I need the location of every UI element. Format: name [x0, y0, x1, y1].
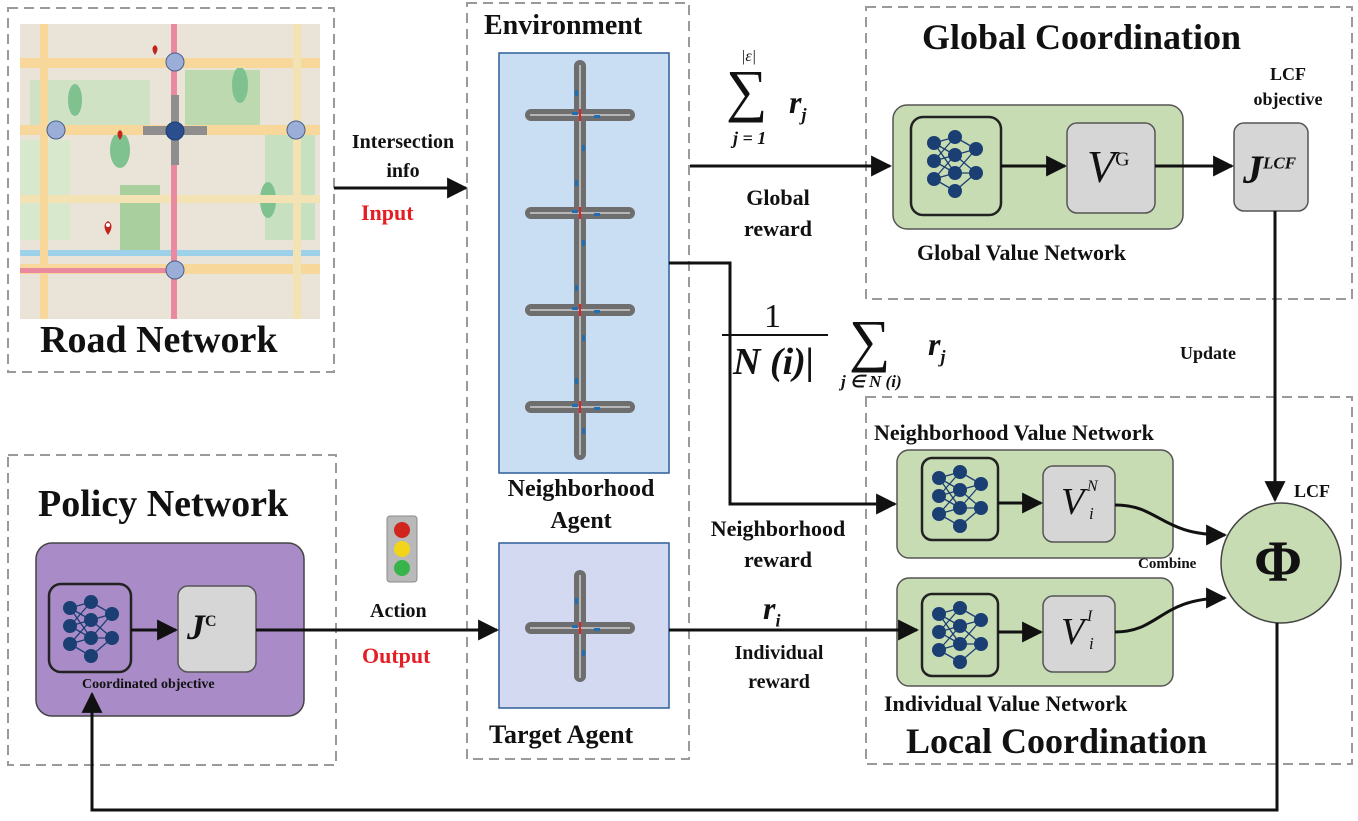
- neighborhood-value-network-caption: Neighborhood Value Network: [874, 420, 1154, 445]
- policy-objective-caption: Coordinated objective: [82, 677, 215, 692]
- phi-symbol: Φ: [1254, 529, 1303, 594]
- neigh-sum-sign: ∑: [849, 308, 891, 373]
- individual-term: ri: [763, 590, 781, 631]
- global-reward-label: Global reward: [743, 185, 813, 241]
- road-network-title: Road Network: [40, 319, 278, 361]
- map-intersections: [46, 52, 306, 280]
- global-coordination-region: [865, 6, 1353, 300]
- intersection-info-label: Intersection info: [351, 131, 455, 182]
- local-coordination-title: Local Coordination: [906, 721, 1208, 761]
- update-label: Update: [1180, 343, 1237, 363]
- policy-network-title: Policy Network: [38, 483, 289, 525]
- lcf-combiner-circle: [1220, 502, 1342, 624]
- environment-region: [466, 2, 690, 760]
- input-label: Input: [361, 200, 414, 225]
- target-agent-intersection: [524, 570, 636, 682]
- lcf-objective-label: LCF objective: [1253, 64, 1323, 109]
- traffic-light-icon: [386, 515, 418, 583]
- road-network-region: [7, 7, 335, 373]
- environment-title: Environment: [484, 10, 643, 41]
- neighborhood-agent-label: Neighborhood Agent: [507, 476, 655, 534]
- global-sum-lower: j = 1: [733, 128, 767, 148]
- neigh-frac-num: 1: [764, 298, 781, 335]
- individual-reward-label: Individual reward: [734, 642, 824, 693]
- arrow-feedback: [81, 623, 1279, 812]
- target-agent-label: Target Agent: [489, 720, 634, 749]
- neigh-sum-lower: j ∈ N (i): [841, 372, 902, 391]
- combine-label: Combine: [1138, 556, 1197, 572]
- neigh-sum-term: rj: [928, 326, 946, 367]
- jlcf-symbol: JLCF: [1243, 147, 1297, 192]
- local-coordination-region: [865, 396, 1353, 765]
- environment-road-corridor: [524, 60, 636, 460]
- policy-network-region: [7, 454, 337, 766]
- jc-symbol: JC: [187, 607, 217, 647]
- lcf-label: LCF: [1294, 481, 1330, 501]
- output-label: Output: [362, 643, 431, 668]
- arrow-vi-combine: [1114, 587, 1228, 634]
- global-coordination-title: Global Coordination: [922, 17, 1242, 57]
- vg-symbol: VG: [1087, 141, 1130, 192]
- neighborhood-reward-label: Neighborhood reward: [710, 516, 846, 572]
- individual-value-network-caption: Individual Value Network: [884, 691, 1128, 716]
- global-sum-sign: ∑: [726, 58, 768, 123]
- arrow-vn-combine: [1114, 503, 1228, 546]
- global-value-network-caption: Global Value Network: [917, 240, 1127, 265]
- global-sum-upper: |ε|: [741, 48, 757, 65]
- global-sum-term: rj: [789, 84, 807, 125]
- action-label: Action: [370, 600, 427, 622]
- arrow-neighborhood-reward: [669, 261, 898, 515]
- neigh-frac-den: N (i)|: [733, 341, 815, 383]
